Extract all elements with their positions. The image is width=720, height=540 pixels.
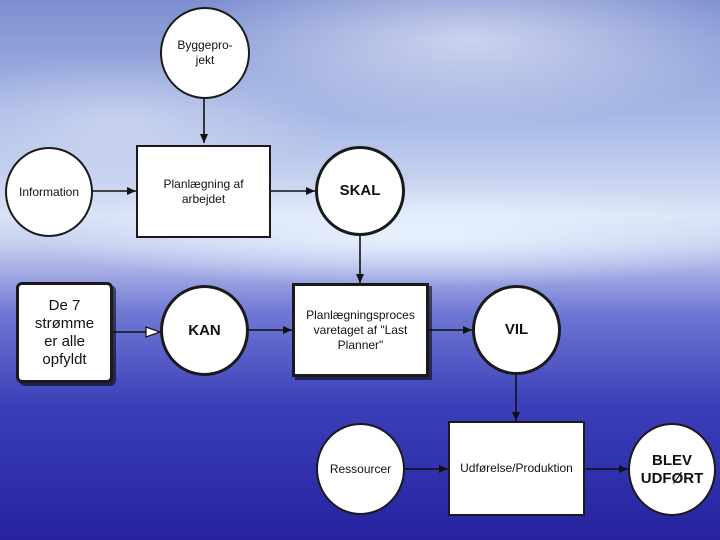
node-last-planner-process: Planlægningsproces varetaget af "Last Pl… [292, 283, 429, 377]
node-byggeprojekt: Byggepro- jekt [160, 7, 250, 99]
node-information: Information [5, 147, 93, 237]
node-skal: SKAL [315, 146, 405, 236]
node-de-7-stroemme: De 7 strømme er alle opfyldt [16, 282, 113, 383]
node-blev-udfoert: BLEV UDFØRT [628, 423, 716, 516]
node-udfoerelse-produktion: Udførelse/Produktion [448, 421, 585, 516]
node-ressourcer: Ressourcer [316, 423, 405, 515]
node-planlaegning-af-arbejdet: Planlægning af arbejdet [136, 145, 271, 238]
node-kan: KAN [160, 285, 249, 376]
node-vil: VIL [472, 285, 561, 375]
